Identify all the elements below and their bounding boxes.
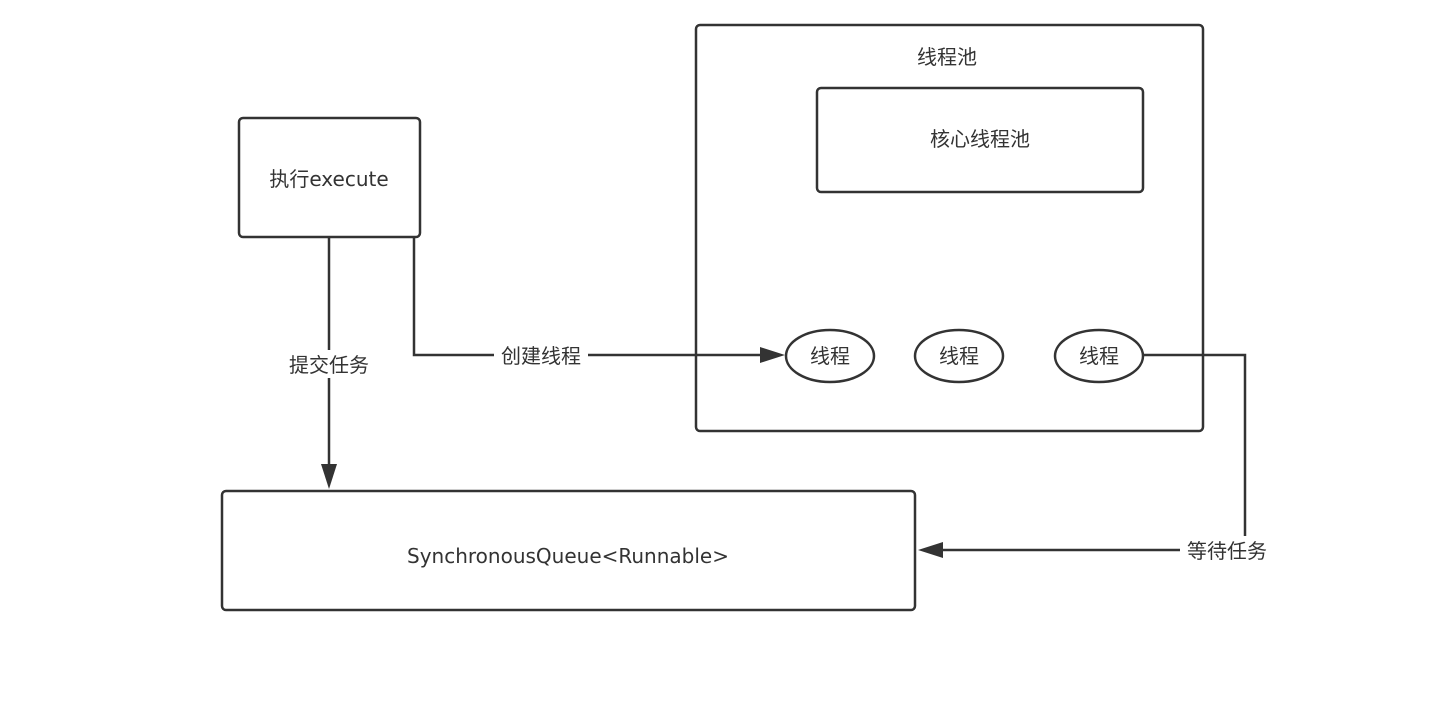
thread-node-2: 线程 bbox=[913, 328, 1005, 384]
queue-box bbox=[220, 489, 917, 612]
submit-task-label-bg bbox=[282, 350, 376, 378]
thread-label-1: 线程 bbox=[810, 344, 850, 368]
wait-task-label-bg bbox=[1180, 536, 1274, 564]
execute-label: 执行execute bbox=[269, 167, 388, 191]
core-pool-node: 核心线程池 bbox=[815, 86, 1145, 194]
wait-task-arrowhead bbox=[918, 542, 943, 558]
create-thread-label-bg bbox=[494, 341, 588, 369]
submit-task-label: 提交任务 bbox=[289, 353, 369, 377]
edge-submit-task: 提交任务 bbox=[282, 237, 376, 489]
wait-task-label: 等待任务 bbox=[1187, 539, 1267, 563]
thread-pool-label: 线程池 bbox=[917, 45, 977, 69]
create-thread-line bbox=[412, 237, 760, 357]
thread-node-1: 线程 bbox=[784, 328, 876, 384]
execute-node: 执行execute bbox=[237, 116, 422, 239]
thread-node-3: 线程 bbox=[1053, 328, 1145, 384]
create-thread-arrowhead bbox=[760, 347, 785, 363]
queue-label: SynchronousQueue<Runnable> bbox=[407, 544, 729, 568]
thread-label-3: 线程 bbox=[1079, 344, 1119, 368]
submit-task-arrowhead bbox=[321, 464, 337, 489]
core-pool-label: 核心线程池 bbox=[930, 127, 1030, 151]
edge-create-thread: 创建线程 bbox=[412, 237, 785, 369]
wait-task-line bbox=[943, 353, 1247, 552]
edge-wait-task: 等待任务 bbox=[918, 353, 1274, 564]
core-pool-box bbox=[815, 86, 1145, 194]
thread-label-2: 线程 bbox=[939, 344, 979, 368]
create-thread-label: 创建线程 bbox=[501, 344, 581, 368]
queue-node: SynchronousQueue<Runnable> bbox=[220, 489, 917, 612]
thread-ellipse-1 bbox=[784, 328, 876, 384]
thread-ellipse-2 bbox=[913, 328, 1005, 384]
